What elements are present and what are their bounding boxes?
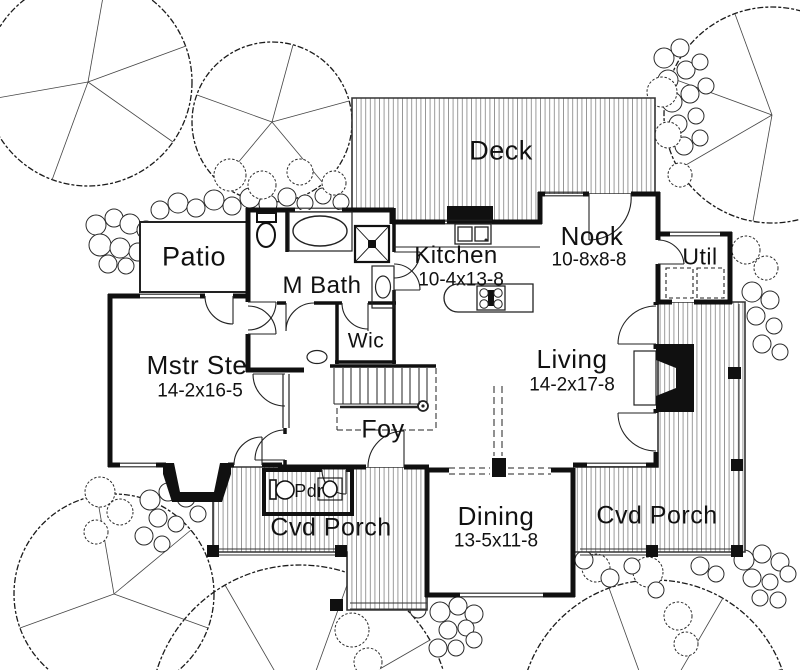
room-dims-dining: 13-5x11-8	[453, 530, 539, 552]
room-dims-mstr-ste: 14-2x16-5	[157, 380, 243, 402]
room-label-kitchen: Kitchen	[414, 242, 498, 269]
vanity-sink	[371, 265, 395, 309]
kitchen-sink	[394, 223, 540, 248]
toilet-mbath	[256, 212, 277, 248]
shower	[353, 224, 391, 264]
kitchen-chimney-bump	[447, 206, 493, 224]
powder-room	[262, 468, 354, 516]
room-label-foy: Foy	[361, 415, 405, 444]
bathtub	[288, 211, 353, 252]
hall-niche	[306, 349, 328, 365]
room-label-mstr-ste: Mstr Ste	[146, 350, 248, 380]
room-label-pdr: Pdr	[294, 481, 324, 501]
room-dims-nook: 10-8x8-8	[551, 249, 627, 271]
room-label-deck: Deck	[469, 135, 533, 166]
room-dims-living: 14-2x17-8	[529, 374, 615, 396]
patio-area	[139, 221, 249, 293]
room-label-living: Living	[536, 344, 608, 374]
room-label-wic: Wic	[347, 329, 385, 353]
powder-fixtures	[269, 477, 343, 501]
cased-opening	[282, 374, 290, 428]
porch-posts	[207, 367, 743, 611]
room-label-dining: Dining	[457, 501, 535, 531]
tree-branch-lines	[0, 0, 783, 670]
room-label-m-bath: M Bath	[282, 272, 362, 299]
dashed-beams	[336, 368, 551, 475]
washer-dryer	[665, 267, 725, 299]
room-label-patio: Patio	[161, 241, 227, 272]
room-label-cvd-porch-right: Cvd Porch	[596, 501, 718, 530]
cooktop-island	[443, 283, 534, 313]
room-label-cvd-porch-left: Cvd Porch	[270, 513, 392, 542]
house-footprint	[110, 194, 730, 595]
door-arcs	[204, 193, 685, 495]
stairs	[333, 368, 429, 412]
bay-window	[163, 463, 231, 502]
room-label-util: Util	[682, 243, 718, 270]
room-label-nook: Nook	[560, 221, 624, 251]
fireplace	[633, 344, 694, 412]
exterior-walls	[107, 191, 733, 598]
room-dims-kitchen: 10-4x13-8	[418, 269, 504, 291]
porch-rails	[216, 304, 742, 610]
